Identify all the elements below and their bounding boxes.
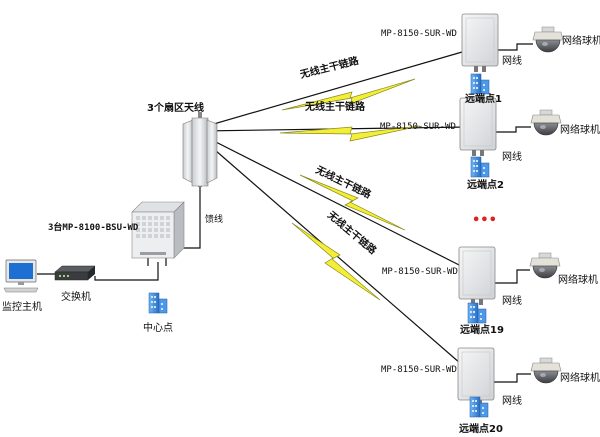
building-icon <box>470 73 490 95</box>
link-line-1 <box>199 49 470 129</box>
cpe-unit <box>461 13 499 73</box>
center-building-icon <box>148 292 168 314</box>
cable-label: 网线 <box>502 394 522 407</box>
remote-name-label: 远端点19 <box>460 323 504 336</box>
link-label: 无线主干链路 <box>298 54 361 82</box>
remote-site-19 <box>458 246 561 324</box>
ellipsis-dots: ••• <box>472 213 497 228</box>
cpe-model-label: MP-8150-SUR-WD <box>381 365 457 375</box>
cable-label: 网线 <box>502 54 522 67</box>
remote-name-label: 远端点1 <box>465 92 502 105</box>
pc-label: 监控主机 <box>2 300 42 313</box>
lightning-icon <box>291 222 381 301</box>
lightning-icon <box>279 125 421 142</box>
switch-device <box>54 265 96 281</box>
sector-antenna <box>182 112 218 187</box>
cpe-model-label: MP-8150-SUR-WD <box>382 267 458 277</box>
camera-label: 网络球机 <box>560 371 600 384</box>
camera-icon <box>530 109 562 136</box>
connection-lines <box>37 43 533 383</box>
camera-label: 网络球机 <box>560 123 600 136</box>
cable-line-4 <box>487 373 531 383</box>
building-icon <box>470 156 490 178</box>
link-line-3 <box>199 133 470 271</box>
wireless-bolts <box>279 78 421 301</box>
cable-line-3 <box>488 269 530 284</box>
cable-label: 网线 <box>502 294 522 307</box>
link-label: 无线主干链路 <box>304 100 366 113</box>
remote-site-1 <box>461 13 564 95</box>
switch-label: 交换机 <box>61 290 91 303</box>
remote-name-label: 远端点20 <box>459 422 503 435</box>
bsu-unit <box>131 201 185 259</box>
camera-icon <box>532 26 564 53</box>
antenna-label: 3个扇区天线 <box>147 101 204 114</box>
cpe-model-label: MP-8150-SUR-WD <box>380 122 456 132</box>
feeder-label: 馈线 <box>205 213 223 225</box>
cpe-unit <box>458 246 496 306</box>
bsu-switch-line <box>94 262 159 281</box>
cable-line-1 <box>493 43 533 51</box>
remote-name-label: 远端点2 <box>467 178 504 191</box>
camera-icon <box>529 252 561 279</box>
camera-icon <box>530 357 562 384</box>
camera-label: 网络球机 <box>558 273 598 286</box>
cable-label: 网线 <box>502 150 522 163</box>
cable-line-2 <box>490 126 531 133</box>
center-label: 中心点 <box>143 321 173 334</box>
pc-computer <box>3 259 39 293</box>
cpe-model-label: MP-8150-SUR-WD <box>381 29 457 39</box>
remote-site-2 <box>459 97 562 178</box>
lightning-icon <box>299 174 406 231</box>
building-icon <box>467 302 487 324</box>
lightning-icon <box>281 78 416 111</box>
cpe-unit <box>459 97 497 157</box>
bsu-label: 3台MP-8100-BSU-WD <box>48 221 139 233</box>
camera-label: 网络球机 <box>562 34 600 47</box>
